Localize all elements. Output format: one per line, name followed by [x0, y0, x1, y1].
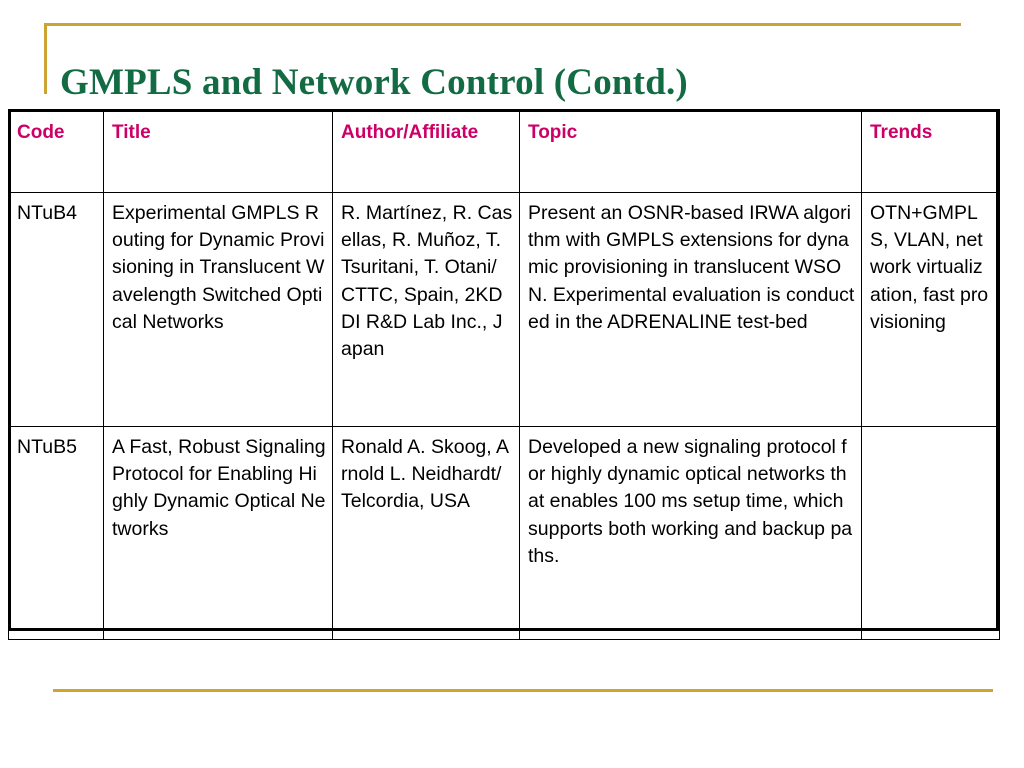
page-title: GMPLS and Network Control (Contd.): [60, 61, 688, 103]
cell-title: A Fast, Robust Signaling Protocol for En…: [103, 426, 333, 640]
column-header-author: Author/Affiliate: [332, 109, 520, 193]
table-row: NTuB5 A Fast, Robust Signaling Protocol …: [8, 426, 1000, 640]
cell-topic: Developed a new signaling protocol for h…: [519, 426, 862, 640]
cell-trends: OTN+GMPLS, VLAN, network virtualization,…: [861, 192, 1000, 427]
column-header-code: Code: [8, 109, 104, 193]
cell-author: Ronald A. Skoog, Arnold L. Neidhardt/ Te…: [332, 426, 520, 640]
cell-title: Experimental GMPLS Routing for Dynamic P…: [103, 192, 333, 427]
column-header-trends: Trends: [861, 109, 1000, 193]
cell-author: R. Martínez, R. Casellas, R. Muñoz, T. T…: [332, 192, 520, 427]
cell-code: NTuB4: [8, 192, 104, 427]
title-top-rule: [44, 23, 961, 26]
table-header-row: Code Title Author/Affiliate Topic Trends: [8, 109, 1000, 193]
table-row: NTuB4 Experimental GMPLS Routing for Dyn…: [8, 192, 1000, 427]
cell-topic: Present an OSNR-based IRWA algorithm wit…: [519, 192, 862, 427]
conference-sessions-table: Code Title Author/Affiliate Topic Trends…: [8, 109, 1000, 640]
column-header-topic: Topic: [519, 109, 862, 193]
column-header-title: Title: [103, 109, 333, 193]
cell-code: NTuB5: [8, 426, 104, 640]
footer-rule: [53, 689, 993, 692]
title-left-rule: [44, 23, 47, 94]
cell-trends: [861, 426, 1000, 640]
